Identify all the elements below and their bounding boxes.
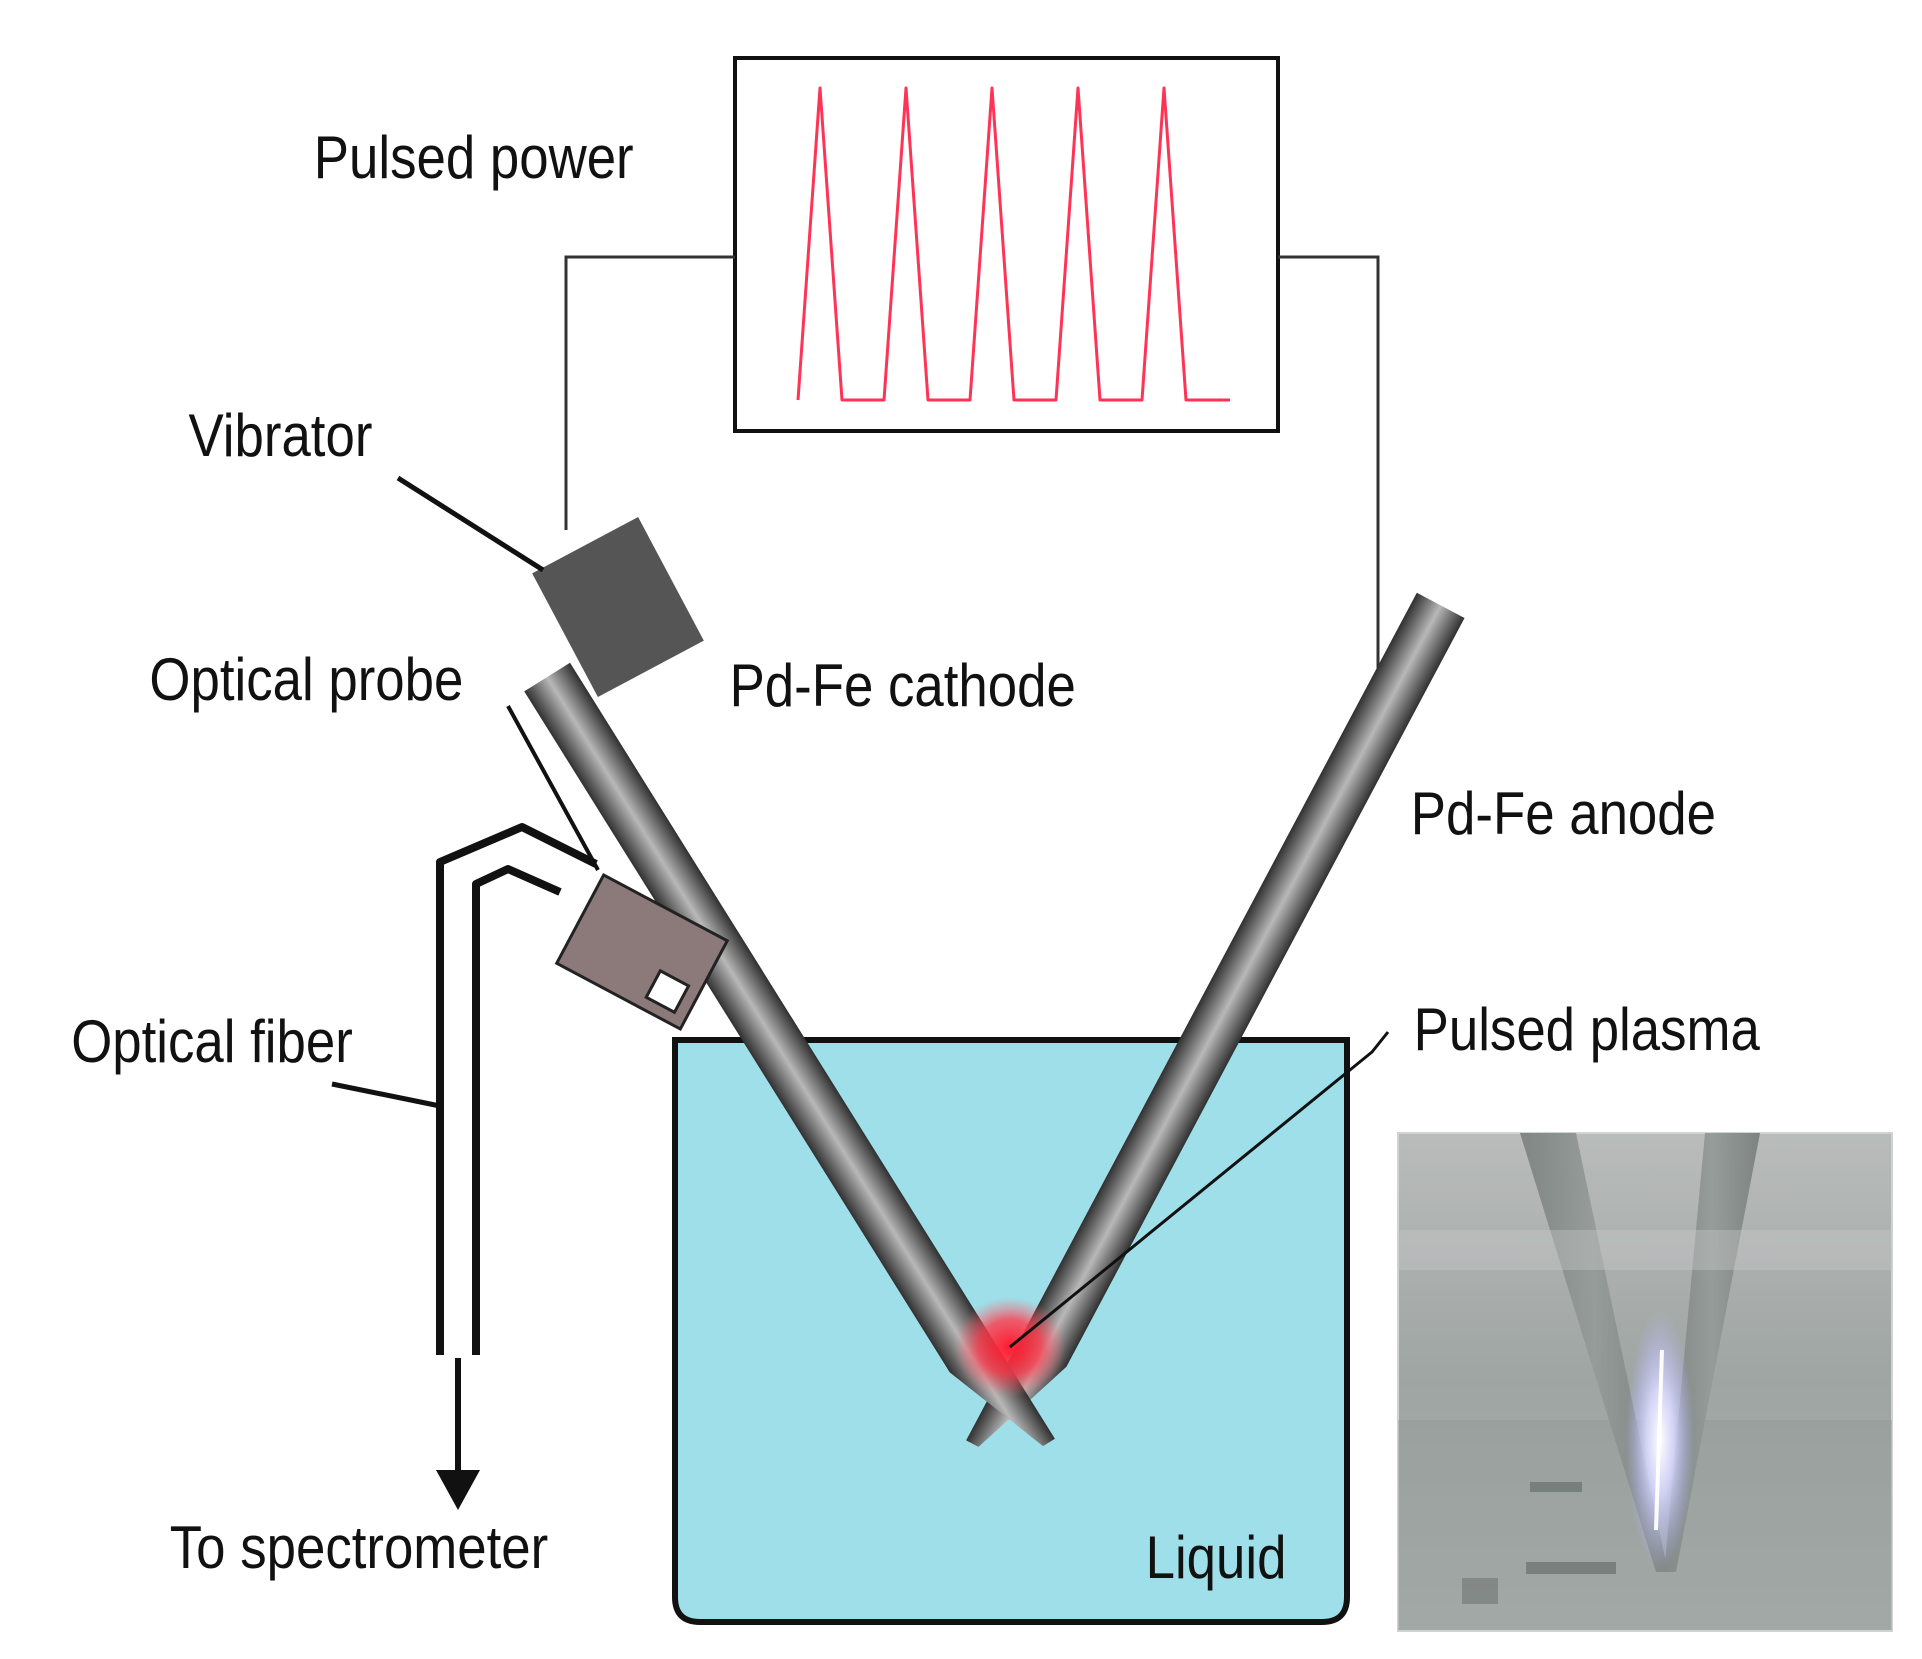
- pulsed-power-box: [733, 56, 1280, 433]
- optical-probe-leader: [506, 705, 600, 871]
- spectrometer-arrow-head: [436, 1470, 480, 1510]
- vibrator-leader: [396, 475, 545, 573]
- pd-fe-cathode-label: Pd-Fe cathode: [730, 652, 1076, 719]
- setup-photo: [1397, 1132, 1893, 1632]
- cathode-rod: [966, 592, 1465, 1447]
- optical-probe-label: Optical probe: [149, 646, 463, 713]
- pulsed-power-label: Pulsed power: [314, 124, 634, 191]
- wire-left: [564, 255, 735, 530]
- optical-fiber-leader: [331, 1081, 441, 1109]
- pulsed-plasma-label: Pulsed plasma: [1414, 996, 1761, 1063]
- pulse-waveform: [796, 86, 1230, 402]
- to-spectrometer-label: To spectrometer: [170, 1514, 548, 1581]
- liquid-label: Liquid: [1146, 1524, 1287, 1591]
- vibrator-label: Vibrator: [189, 402, 373, 469]
- pd-fe-anode-label: Pd-Fe anode: [1411, 780, 1716, 847]
- anode-rod: [524, 662, 1055, 1447]
- optical-probe: [554, 872, 730, 1032]
- optical-fiber-outer: [436, 823, 598, 1355]
- pulsed-plasma-leader: [1009, 1031, 1390, 1349]
- vibrator-block: [532, 517, 704, 697]
- wire-right: [1278, 255, 1380, 668]
- optical-fiber-inner: [472, 865, 562, 1355]
- optical-fiber-label: Optical fiber: [71, 1008, 353, 1075]
